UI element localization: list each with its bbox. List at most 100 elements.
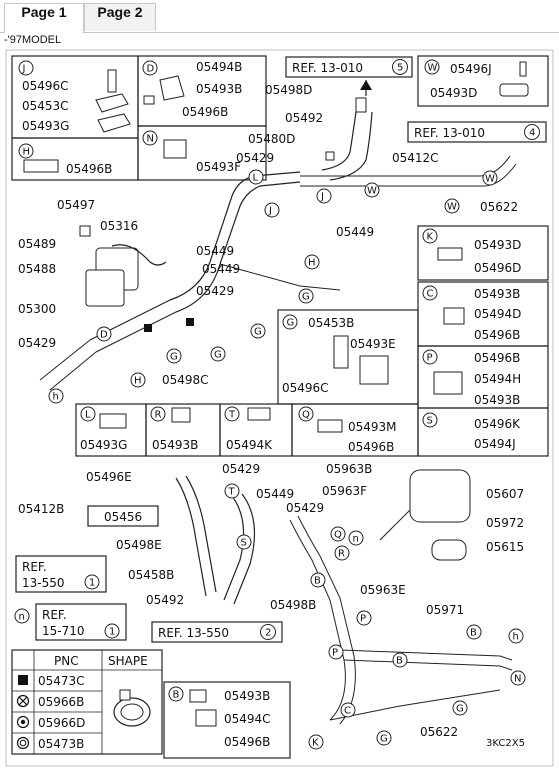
pump-assembly — [79, 225, 167, 307]
callout-box-k: K 05493D 05496D — [417, 225, 549, 281]
svg-text:G: G — [170, 352, 178, 363]
svg-text:05493D: 05493D — [430, 86, 477, 100]
svg-text:P: P — [360, 614, 366, 625]
svg-text:05494C: 05494C — [224, 712, 271, 726]
svg-text:05493B: 05493B — [224, 689, 270, 703]
svg-text:S: S — [427, 416, 433, 427]
svg-text:05316: 05316 — [100, 219, 138, 233]
model-note: -'97MODEL — [4, 34, 62, 46]
clamp-icon — [499, 83, 529, 97]
svg-text:05449: 05449 — [336, 225, 374, 239]
svg-text:P: P — [427, 353, 433, 364]
svg-text:G: G — [254, 327, 262, 338]
svg-text:B: B — [314, 576, 321, 587]
bracket-icon — [195, 709, 217, 727]
callout-box-p: P 05496B 05494H 05493B — [417, 345, 549, 409]
clamp-icon — [333, 335, 349, 369]
legend-pnc: 05966B — [38, 695, 84, 709]
callout-box-r: R 05493B — [145, 403, 221, 457]
svg-text:05496E: 05496E — [86, 470, 132, 484]
bracket-icon — [437, 247, 463, 261]
callout-box-d: D 05494B 05493B 05496B — [137, 55, 267, 127]
svg-text:05496B: 05496B — [66, 162, 112, 176]
svg-text:h: h — [53, 392, 59, 403]
tab-page-2[interactable]: Page 2 — [84, 3, 156, 31]
svg-text:05496B: 05496B — [348, 440, 394, 454]
ref-15-710-1: n REF. 15-710 1 — [14, 603, 127, 641]
svg-text:05412C: 05412C — [392, 151, 439, 165]
callout-box-q: Q 05493M 05496B — [291, 403, 419, 457]
svg-text:Q: Q — [334, 530, 342, 541]
svg-text:05496B: 05496B — [224, 735, 270, 749]
bolt-icon — [143, 95, 155, 105]
svg-text:05615: 05615 — [486, 540, 524, 554]
svg-text:05496K: 05496K — [474, 417, 521, 431]
callout-box-w: W 05496J 05493D — [417, 55, 549, 107]
callout-box-h: H 05496B — [11, 137, 139, 181]
bracket-icon — [95, 93, 129, 113]
svg-text:G: G — [287, 318, 295, 329]
svg-text:REF. 13-010: REF. 13-010 — [292, 61, 363, 75]
svg-text:05493B: 05493B — [474, 287, 520, 301]
svg-text:05496B: 05496B — [474, 351, 520, 365]
svg-text:SHAPE: SHAPE — [108, 654, 148, 668]
svg-text:h: h — [513, 632, 519, 643]
svg-text:1: 1 — [89, 578, 95, 589]
svg-text:N: N — [147, 134, 154, 145]
clip-icon — [317, 419, 343, 433]
svg-text:J: J — [268, 206, 272, 217]
legend-table: PNC SHAPE 05473C 05966B 05966D 05473B — [11, 649, 163, 755]
svg-text:H: H — [308, 258, 316, 269]
svg-text:05972: 05972 — [486, 516, 524, 530]
svg-text:K: K — [427, 232, 434, 243]
svg-text:T: T — [228, 410, 236, 421]
svg-text:05607: 05607 — [486, 487, 524, 501]
svg-text:C: C — [344, 706, 351, 717]
svg-text:5: 5 — [397, 63, 403, 74]
svg-text:05494J: 05494J — [474, 437, 516, 451]
svg-text:05492: 05492 — [285, 111, 323, 125]
clip-icon — [247, 407, 271, 421]
svg-text:05449: 05449 — [196, 244, 234, 258]
tab-page-1[interactable]: Page 1 — [4, 3, 84, 33]
box-letter: J — [22, 64, 26, 75]
svg-text:G: G — [214, 350, 222, 361]
callout-box-j: J 05496C 05453C 05493G — [11, 55, 139, 139]
svg-text:3KC2X5: 3KC2X5 — [486, 738, 525, 749]
svg-text:05453B: 05453B — [308, 316, 354, 330]
svg-text:05429: 05429 — [18, 336, 56, 350]
svg-text:REF.: REF. — [42, 608, 67, 622]
svg-text:05498D: 05498D — [265, 83, 312, 97]
svg-text:05493B: 05493B — [474, 393, 520, 407]
part-number: 05496C — [22, 79, 69, 93]
svg-text:05493B: 05493B — [196, 82, 242, 96]
svg-text:L: L — [85, 410, 91, 421]
svg-text:05300: 05300 — [18, 302, 56, 316]
svg-text:05429: 05429 — [222, 462, 260, 476]
svg-text:C: C — [427, 289, 434, 300]
tab-bar: Page 1 Page 2 — [0, 0, 559, 33]
svg-text:R: R — [338, 549, 345, 560]
clip-icon — [433, 371, 463, 395]
filled-square-icon — [18, 675, 28, 685]
svg-text:05496J: 05496J — [450, 62, 492, 76]
svg-text:05492: 05492 — [146, 593, 184, 607]
svg-text:05498C: 05498C — [162, 373, 209, 387]
svg-text:05429: 05429 — [236, 151, 274, 165]
svg-text:W: W — [367, 186, 377, 197]
callout-box-s: S 05496K 05494J — [417, 407, 549, 457]
clip-icon — [171, 407, 191, 423]
upper-hose-assembly: L J W W W J H G G D G G H h — [39, 97, 517, 404]
svg-text:2: 2 — [265, 628, 271, 639]
svg-text:05963E: 05963E — [360, 583, 406, 597]
svg-text:05497: 05497 — [57, 198, 95, 212]
svg-text:REF.: REF. — [22, 560, 47, 574]
svg-text:05458B: 05458B — [128, 568, 174, 582]
callout-box-t: T 05494K — [219, 403, 293, 457]
svg-text:05493M: 05493M — [348, 420, 397, 434]
svg-text:H: H — [134, 376, 142, 387]
svg-text:n: n — [19, 612, 25, 623]
svg-text:N: N — [514, 674, 521, 685]
bracket-icon — [443, 307, 465, 325]
